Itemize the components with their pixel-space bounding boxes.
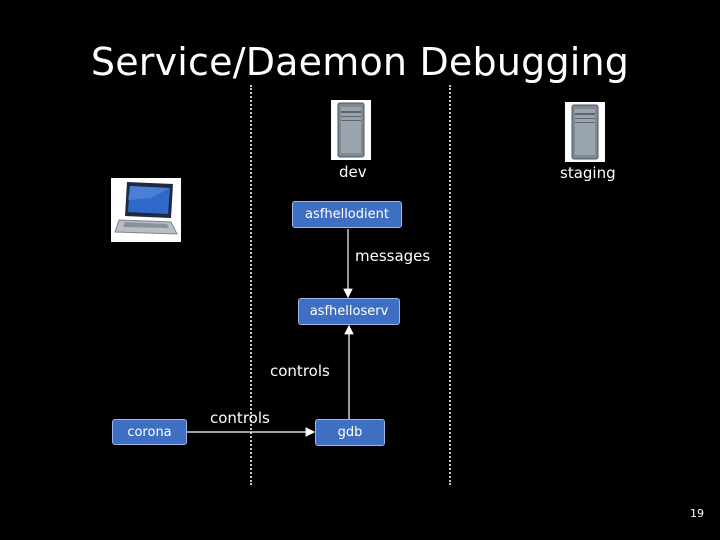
node-asfhelloserv[interactable]: asfhelloserv [298, 298, 400, 325]
node-asfhelloclient[interactable]: asfhellodient [292, 201, 402, 228]
host-label-dev: dev [339, 163, 367, 181]
slide-title: Service/Daemon Debugging [90, 40, 630, 84]
host-label-staging: staging [560, 164, 616, 182]
divider-left [250, 85, 252, 485]
divider-right [449, 85, 451, 485]
laptop-icon [111, 178, 181, 242]
page-number: 19 [690, 507, 704, 520]
node-corona[interactable]: corona [112, 419, 187, 445]
edge-label-controls-vertical: controls [270, 362, 330, 380]
edge-label-messages: messages [355, 247, 431, 265]
server-icon [565, 102, 605, 162]
edge-label-controls-horizontal: controls [210, 409, 270, 427]
server-icon [331, 100, 371, 160]
node-gdb[interactable]: gdb [315, 419, 385, 446]
